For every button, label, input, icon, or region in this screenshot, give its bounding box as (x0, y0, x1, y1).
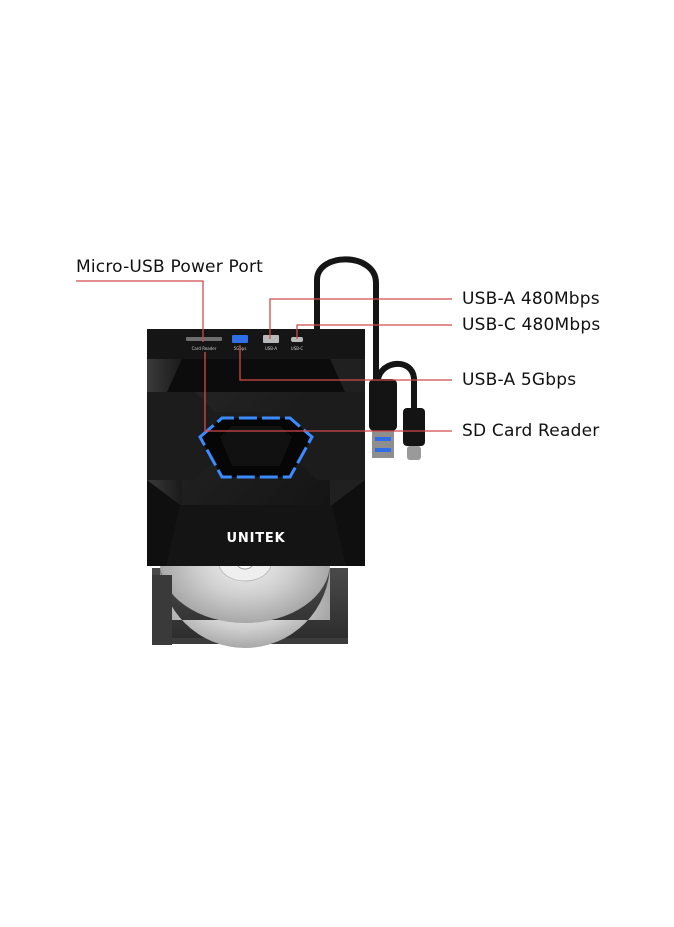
usb-c-480-port (291, 337, 303, 342)
callout-lines (76, 280, 452, 432)
usb-a-label: USB-A (265, 346, 278, 351)
card-reader-label: Card Reader (192, 346, 217, 351)
hub-body: UNITEK (147, 329, 365, 566)
usb-a-5g-callout-line (239, 345, 452, 381)
usb-a-5gbps-port (232, 335, 248, 343)
usb-c-480-label: USB-C 480Mbps (462, 315, 601, 335)
usb-a-5g-label: USB-A 5Gbps (462, 370, 577, 390)
usb-c-label: USB-C (291, 346, 304, 351)
sd-reader-callout-line (204, 352, 452, 432)
usb-c-480-callout-line (296, 324, 452, 339)
usb-a-480-callout-line (269, 298, 452, 339)
sd-card-slot (186, 337, 222, 341)
usb-c-plug (403, 408, 425, 460)
usb-cable (314, 256, 379, 382)
sd-card-reader-label: SD Card Reader (462, 421, 600, 441)
brand-logo: UNITEK (227, 531, 286, 546)
usb-a-480-label: USB-A 480Mbps (462, 289, 600, 309)
micro-usb-power-label: Micro-USB Power Port (76, 257, 264, 277)
usb-a-plug (369, 379, 397, 458)
micro-usb-callout-line (76, 280, 204, 342)
usb-a-480-port (263, 335, 279, 343)
usb-c-cable (375, 360, 417, 413)
